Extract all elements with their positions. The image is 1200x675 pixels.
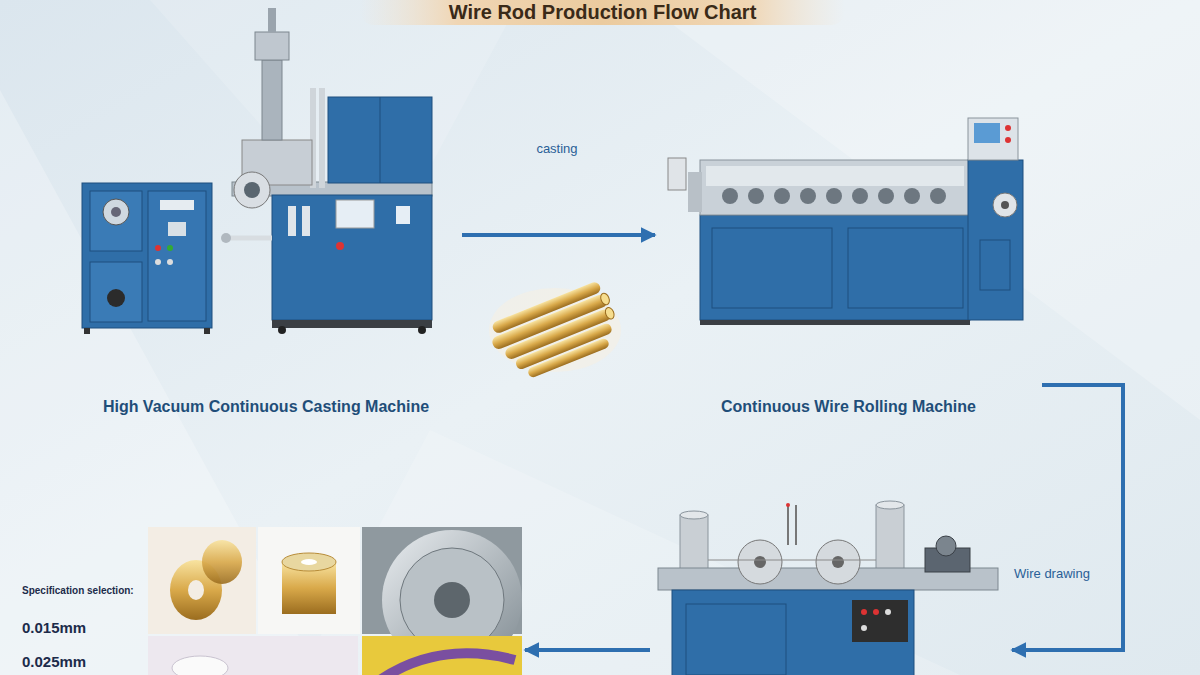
spec-value: 0.025mm — [22, 653, 86, 671]
machine-label: High Vacuum Continuous Casting Machine — [70, 398, 462, 416]
product-panel: Specification selection: 0.015mm 0.025mm — [15, 522, 525, 672]
arrow-label: Wire drawing — [1014, 566, 1090, 581]
chart-title: Wire Rod Production Flow Chart — [360, 0, 845, 24]
arrow-label: casting — [536, 141, 577, 156]
spec-heading: Specification selection: — [22, 585, 134, 596]
machine-box — [650, 495, 1012, 673]
flow-arrow — [1012, 385, 1123, 650]
machine-box: High Vacuum Continuous Casting Machine — [70, 20, 462, 420]
flow-arrow — [462, 233, 655, 237]
flow-arrow — [525, 648, 650, 652]
spec-value: 0.015mm — [22, 619, 86, 637]
machine-box: Continuous Wire Rolling Machine — [655, 110, 1042, 420]
machine-label: Continuous Wire Rolling Machine — [655, 398, 1042, 416]
